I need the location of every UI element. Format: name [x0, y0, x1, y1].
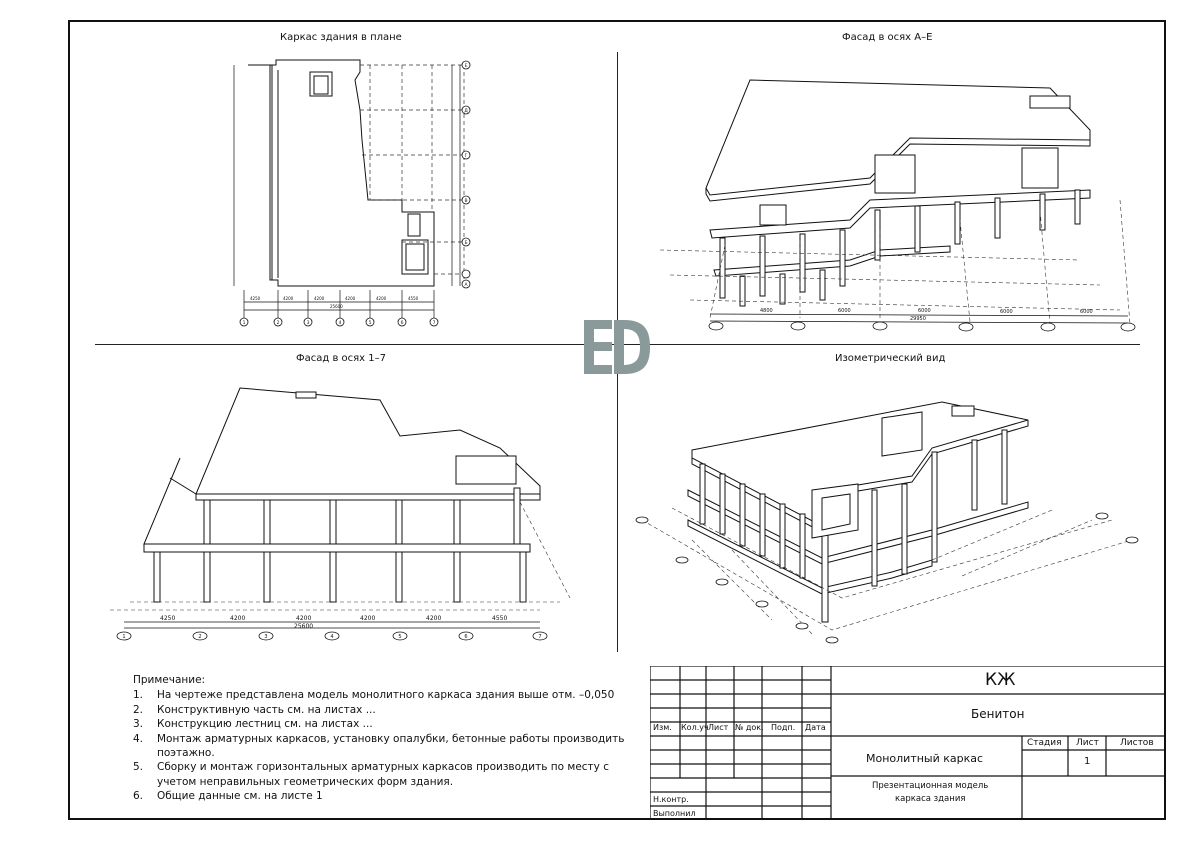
facade-17-drawing: 4250 4200 4200 4200 4200 4550 25600 1 2 … [100, 378, 590, 643]
tb-col-izm: Изм. [653, 723, 672, 732]
plan-axis-b: Б [464, 240, 467, 246]
facade-17-dim-total: 25600 [294, 623, 313, 630]
title-block-grid [650, 666, 1165, 820]
facade-ae-view-title: Фасад в осях А–Е [842, 32, 933, 43]
plan-axis-v: В [464, 198, 467, 204]
facade-ae-dim-5: 6000 [1080, 309, 1093, 315]
note-item: 1.На чертеже представлена модель монолит… [133, 689, 615, 702]
plan-dim-4: 4200 [345, 296, 356, 301]
plan-dim-1: 4250 [250, 296, 261, 301]
tb-role-nkontr: Н.контр. [653, 795, 689, 804]
plan-dim-3: 4200 [314, 296, 325, 301]
facade-17-axis-7: 7 [538, 634, 541, 640]
tb-code: КЖ [985, 670, 1016, 690]
plan-axis-g: Г [465, 153, 468, 159]
facade-ae-dim-1: 4800 [760, 308, 773, 314]
plan-dim-total: 25600 [330, 304, 343, 309]
plan-axis-2: 2 [277, 320, 280, 326]
notes-block: Примечание: 1.На чертеже представлена мо… [133, 673, 628, 804]
tb-col-ndok: № док. [735, 723, 764, 732]
note-item: 2.Конструктивную часть см. на листах ... [133, 703, 376, 716]
plan-axis-e: Е [465, 63, 468, 69]
tb-object: Монолитный каркас [866, 752, 984, 765]
tb-col-podp: Подп. [771, 723, 796, 732]
facade-ae-drawing: 4800 6000 6000 6000 6000 29950 [650, 70, 1140, 335]
facade-17-axis-3: 3 [264, 634, 267, 640]
tb-sheet-name-2: каркаса здания [895, 794, 966, 804]
facade-17-dim-3: 4200 [296, 615, 311, 622]
facade-ae-dim-3: 6000 [918, 308, 931, 314]
facade-17-axis-1: 1 [122, 634, 125, 640]
tb-sheets-label: Листов [1120, 738, 1154, 748]
plan-dim-6: 4550 [408, 296, 419, 301]
plan-axis-a: А [464, 282, 468, 288]
plan-dim-2: 4200 [283, 296, 294, 301]
tb-col-koluch: Кол.уч [681, 723, 709, 732]
facade-17-axis-4: 4 [330, 634, 333, 640]
plan-axis-4: 4 [339, 320, 342, 326]
note-item: 5.Сборку и монтаж горизонтальных арматур… [133, 761, 609, 788]
plan-dim-5: 4200 [376, 296, 387, 301]
tb-project: Бенитон [971, 707, 1025, 721]
tb-stage-label: Стадия [1027, 738, 1062, 748]
facade-17-dim-4: 4200 [360, 615, 375, 622]
facade-ae-dim-total: 29950 [910, 316, 926, 322]
plan-axis-1: 1 [243, 320, 246, 326]
note-item: 4.Монтаж арматурных каркасов, установку … [133, 732, 625, 760]
facade-17-dim-2: 4200 [230, 615, 245, 622]
iso-view-title: Изометрический вид [835, 353, 946, 364]
facade-17-view-title: Фасад в осях 1–7 [296, 353, 386, 364]
plan-view-title: Каркас здания в плане [280, 32, 402, 43]
plan-drawing: 4250 4200 4200 4200 4200 4550 25600 1 2 … [220, 50, 480, 340]
facade-17-axis-5: 5 [398, 634, 401, 640]
plan-axis-d: Д [464, 108, 468, 114]
plan-axis-5: 5 [369, 320, 372, 326]
isometric-drawing [632, 390, 1142, 645]
plan-axis-6: 6 [401, 320, 404, 326]
tb-col-list: Лист [708, 723, 729, 732]
drawing-frame [68, 20, 1166, 820]
notes-title: Примечание: [133, 674, 206, 686]
tb-sheet-name-1: Презентационная модель [872, 781, 989, 791]
tb-role-vypolnil: Выполнил [653, 809, 696, 818]
note-item: 6.Общие данные см. на листе 1 [133, 790, 323, 803]
note-item: 3.Конструкцию лестниц см. на листах ... [133, 718, 373, 731]
facade-17-axis-2: 2 [198, 634, 201, 640]
facade-17-dim-6: 4550 [492, 615, 507, 622]
facade-17-axis-6: 6 [464, 634, 467, 640]
tb-sheet-no: 1 [1084, 756, 1091, 767]
facade-ae-dim-2: 6000 [838, 308, 851, 314]
tb-col-data: Дата [805, 723, 826, 732]
tb-sheet-label: Лист [1076, 738, 1099, 748]
plan-axis-7: 7 [433, 320, 436, 326]
facade-ae-dim-4: 6000 [1000, 309, 1013, 315]
ed-logo-icon [584, 320, 650, 374]
plan-axis-3: 3 [307, 320, 310, 326]
facade-17-dim-1: 4250 [160, 615, 175, 622]
facade-17-dim-5: 4200 [426, 615, 441, 622]
